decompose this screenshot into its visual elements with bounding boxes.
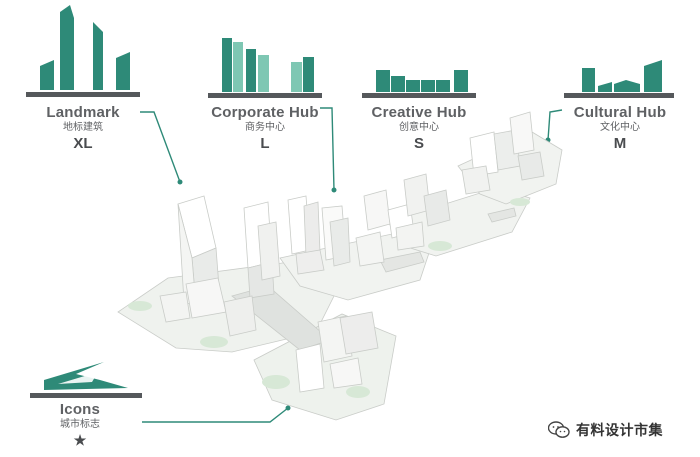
wechat-icon	[548, 421, 570, 438]
creative-hub-icon	[362, 70, 476, 98]
icons-sail-icon	[30, 362, 142, 398]
label-landmark-title: Landmark	[46, 104, 120, 121]
label-icons: Icons 城市标志 ★	[30, 401, 130, 448]
label-creative-scale: S	[413, 135, 424, 152]
label-cultural-scale: M	[613, 135, 627, 152]
leader-dots	[177, 137, 551, 411]
watermark-text: 有料设计市集	[576, 422, 663, 438]
label-cultural-title: Cultural Hub	[573, 104, 667, 121]
label-landmark-cn: 地标建筑	[63, 122, 103, 133]
label-landmark-scale: XL	[73, 135, 93, 152]
label-cultural-cn: 文化中心	[600, 122, 640, 133]
label-icons-title: Icons	[59, 401, 101, 418]
masterplan-model	[117, 111, 563, 421]
label-creative-cn: 创意中心	[399, 122, 439, 133]
watermark: 有料设计市集	[548, 420, 663, 440]
label-corporate-scale: L	[260, 135, 270, 152]
label-creative-hub: Creative Hub 创意中心 S	[356, 104, 482, 153]
leader-lines	[140, 107, 563, 423]
label-creative-title: Creative Hub	[371, 104, 467, 121]
landmark-towers-icon	[26, 5, 140, 97]
label-corporate-hub: Corporate Hub 商务中心 L	[200, 104, 330, 153]
label-corporate-title: Corporate Hub	[211, 104, 319, 121]
corporate-hub-icon	[208, 38, 322, 98]
cultural-hub-icon	[564, 60, 674, 98]
label-cultural-hub: Cultural Hub 文化中心 M	[562, 104, 678, 153]
label-landmark: Landmark 地标建筑 XL	[26, 104, 140, 153]
label-icons-cn: 城市标志	[60, 419, 100, 430]
label-icons-star: ★	[73, 432, 87, 448]
label-corporate-cn: 商务中心	[245, 122, 285, 133]
